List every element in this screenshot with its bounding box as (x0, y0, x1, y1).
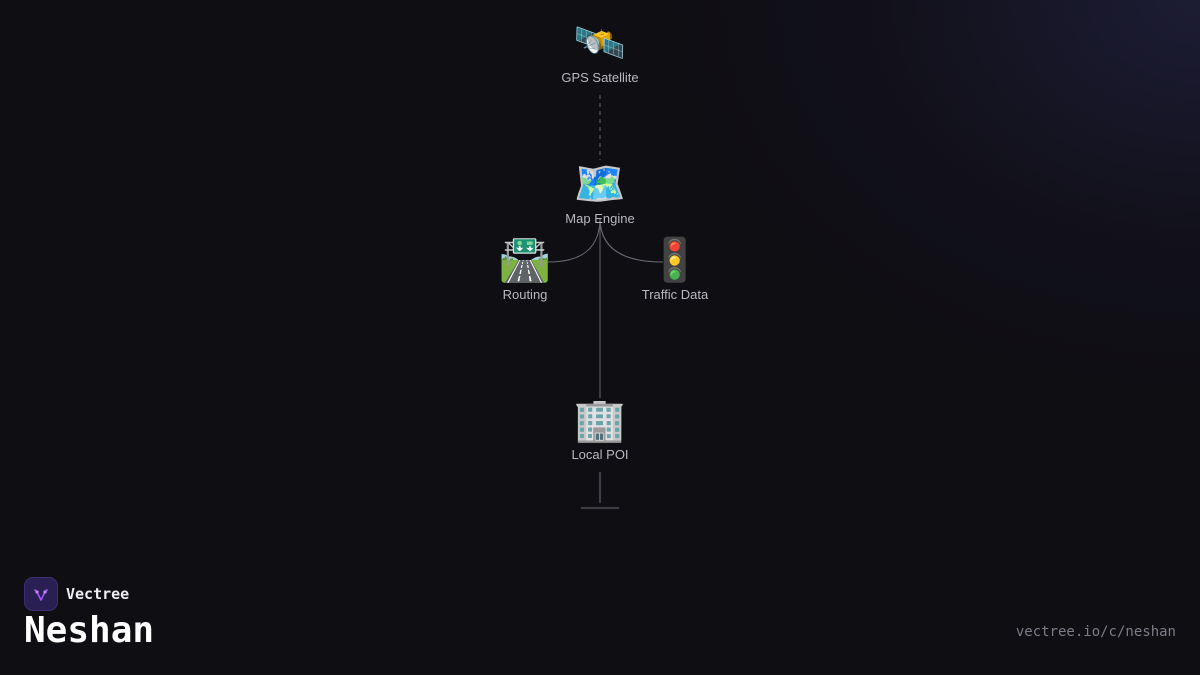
motorway-icon: 🛣️ (498, 235, 552, 284)
node-label: Map Engine (565, 211, 635, 226)
node-label: GPS Satellite (561, 70, 639, 85)
node-routing[interactable]: 🛣️ Routing (445, 235, 605, 302)
brand[interactable]: Vectree (24, 577, 129, 611)
node-local-poi[interactable]: 🏢 Local POI (520, 395, 680, 462)
office-building-icon: 🏢 (573, 395, 627, 444)
edge-map-engine-to-routing (547, 217, 601, 263)
node-map-engine[interactable]: 🗺️ Map Engine (520, 159, 680, 226)
edge-map-engine-to-traffic-data (599, 217, 664, 263)
node-label: Local POI (571, 447, 629, 462)
page-title: Neshan (24, 610, 155, 651)
satellite-icon: 🛰️ (573, 18, 627, 67)
world-map-icon: 🗺️ (573, 159, 627, 208)
source-url[interactable]: vectree.io/c/neshan (1015, 624, 1176, 640)
node-traffic-data[interactable]: 🚦 Traffic Data (595, 235, 755, 302)
brand-name: Vectree (66, 585, 130, 603)
tree-branch-icon (34, 589, 48, 601)
node-label: Routing (502, 287, 548, 302)
node-gps-satellite[interactable]: 🛰️ GPS Satellite (520, 18, 680, 85)
vectree-logo-icon (24, 577, 58, 611)
traffic-light-icon: 🚦 (648, 235, 702, 284)
node-label: Traffic Data (641, 287, 709, 302)
